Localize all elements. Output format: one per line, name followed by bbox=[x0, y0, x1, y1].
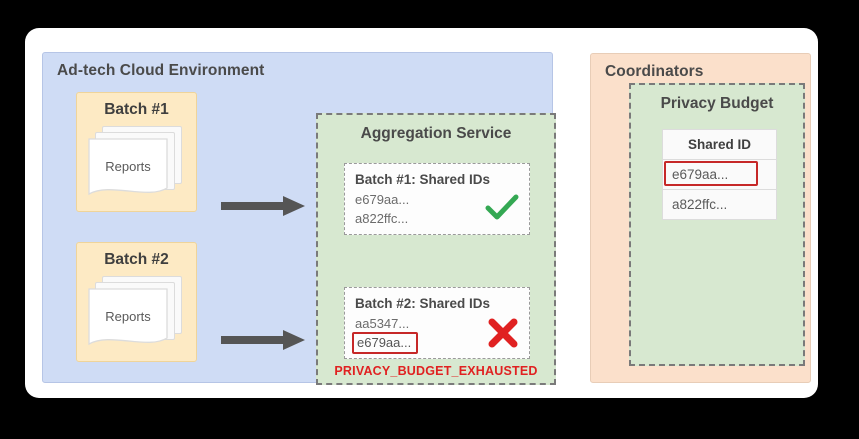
batch-1-box: Batch #1 Reports bbox=[76, 92, 197, 212]
batch-2-label: Batch #2 bbox=[104, 251, 169, 268]
batch-1-shared-id-1: e679aa... bbox=[355, 192, 410, 207]
adtech-panel-title: Ad-tech Cloud Environment bbox=[57, 62, 265, 79]
aggregation-service-title: Aggregation Service bbox=[360, 125, 512, 142]
shared-id-value: e679aa... bbox=[672, 167, 729, 182]
batch-2-reports-label: Reports bbox=[105, 309, 151, 324]
check-icon bbox=[485, 194, 519, 220]
table-row: a822ffc... bbox=[663, 190, 776, 219]
table-header-shared-id: Shared ID bbox=[663, 130, 776, 160]
batch-2-shared-id-2-flagged: e679aa... bbox=[352, 332, 419, 354]
privacy-budget-title: Privacy Budget bbox=[660, 95, 774, 112]
cross-icon bbox=[488, 318, 518, 348]
privacy-budget-zone: Privacy Budget Shared ID e679aa... a822f… bbox=[629, 83, 805, 366]
documents-stack-icon: Reports bbox=[88, 126, 188, 204]
document-page-front bbox=[88, 138, 168, 196]
documents-stack-icon: Reports bbox=[88, 276, 188, 354]
batch-2-shared-ids-title: Batch #2: Shared IDs bbox=[355, 296, 491, 311]
batch-1-reports-label: Reports bbox=[105, 159, 151, 174]
batch-2-shared-ids-card: Batch #2: Shared IDs aa5347... e679aa... bbox=[344, 287, 530, 359]
coordinators-panel-title: Coordinators bbox=[605, 63, 704, 80]
privacy-budget-error-message: PRIVACY_BUDGET_EXHAUSTED bbox=[334, 364, 538, 378]
document-page-front bbox=[88, 288, 168, 346]
batch-2-box: Batch #2 Reports bbox=[76, 242, 197, 362]
adtech-cloud-environment-panel: Ad-tech Cloud Environment Batch #1 Repor… bbox=[42, 52, 556, 385]
diagram-card: Ad-tech Cloud Environment Batch #1 Repor… bbox=[25, 28, 818, 398]
shared-id-value: a822ffc... bbox=[672, 197, 728, 212]
arrow-right-icon bbox=[221, 196, 305, 216]
arrow-right-icon bbox=[221, 330, 305, 350]
batch-1-shared-ids-card: Batch #1: Shared IDs e679aa... a822ffc..… bbox=[344, 163, 530, 235]
batch-1-shared-id-2: a822ffc... bbox=[355, 211, 409, 226]
aggregation-service-zone: Aggregation Service Batch #1: Shared IDs… bbox=[316, 113, 556, 385]
privacy-budget-table: Shared ID e679aa... a822ffc... bbox=[662, 129, 777, 220]
batch-1-shared-ids-title: Batch #1: Shared IDs bbox=[355, 172, 491, 187]
batch-2-shared-id-1: aa5347... bbox=[355, 316, 410, 331]
table-row: e679aa... bbox=[663, 160, 776, 190]
batch-1-label: Batch #1 bbox=[104, 101, 169, 118]
coordinators-panel: Coordinators Privacy Budget Shared ID e6… bbox=[590, 53, 811, 383]
